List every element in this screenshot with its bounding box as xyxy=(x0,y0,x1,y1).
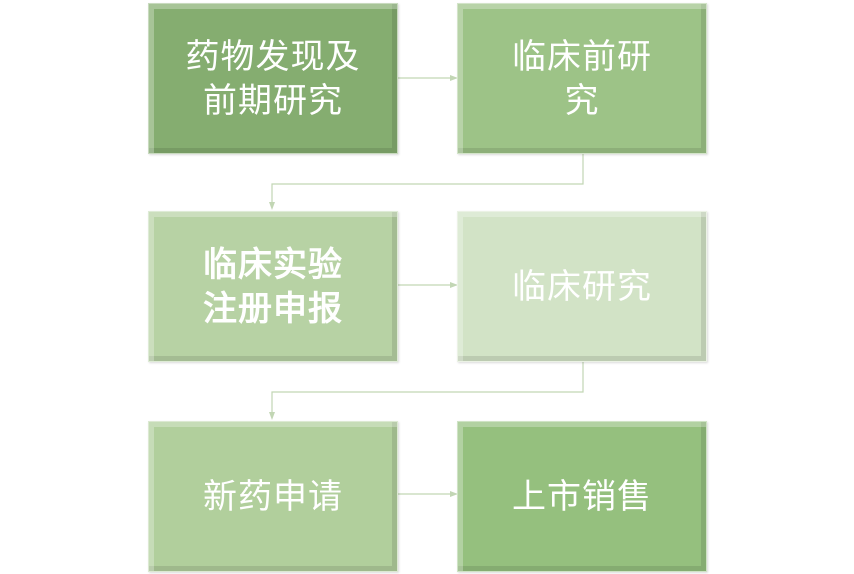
step-clinical-trial-registration: 临床实验 注册申报 xyxy=(148,211,398,362)
step-new-drug-application: 新药申请 xyxy=(148,421,398,572)
arrowhead-1 xyxy=(450,75,458,81)
arrowhead-5 xyxy=(450,491,458,497)
step-label: 临床研究 xyxy=(512,266,652,307)
step-drug-discovery: 药物发现及 前期研究 xyxy=(148,3,398,154)
step-label: 上市销售 xyxy=(512,476,652,517)
arrowhead-4 xyxy=(269,412,275,420)
step-label: 临床实验 注册申报 xyxy=(203,244,343,329)
step-label: 临床前研 究 xyxy=(512,36,652,121)
arrow-clinical-research-to-nda xyxy=(271,362,584,414)
step-market-sales: 上市销售 xyxy=(457,421,707,572)
arrowhead-3 xyxy=(450,282,458,288)
step-preclinical-research: 临床前研 究 xyxy=(457,3,707,154)
step-label: 新药申请 xyxy=(203,476,343,517)
arrowhead-2 xyxy=(269,202,275,210)
step-clinical-research: 临床研究 xyxy=(457,211,707,362)
step-label: 药物发现及 前期研究 xyxy=(185,36,361,121)
arrow-preclinical-to-trial-registration xyxy=(271,152,584,204)
